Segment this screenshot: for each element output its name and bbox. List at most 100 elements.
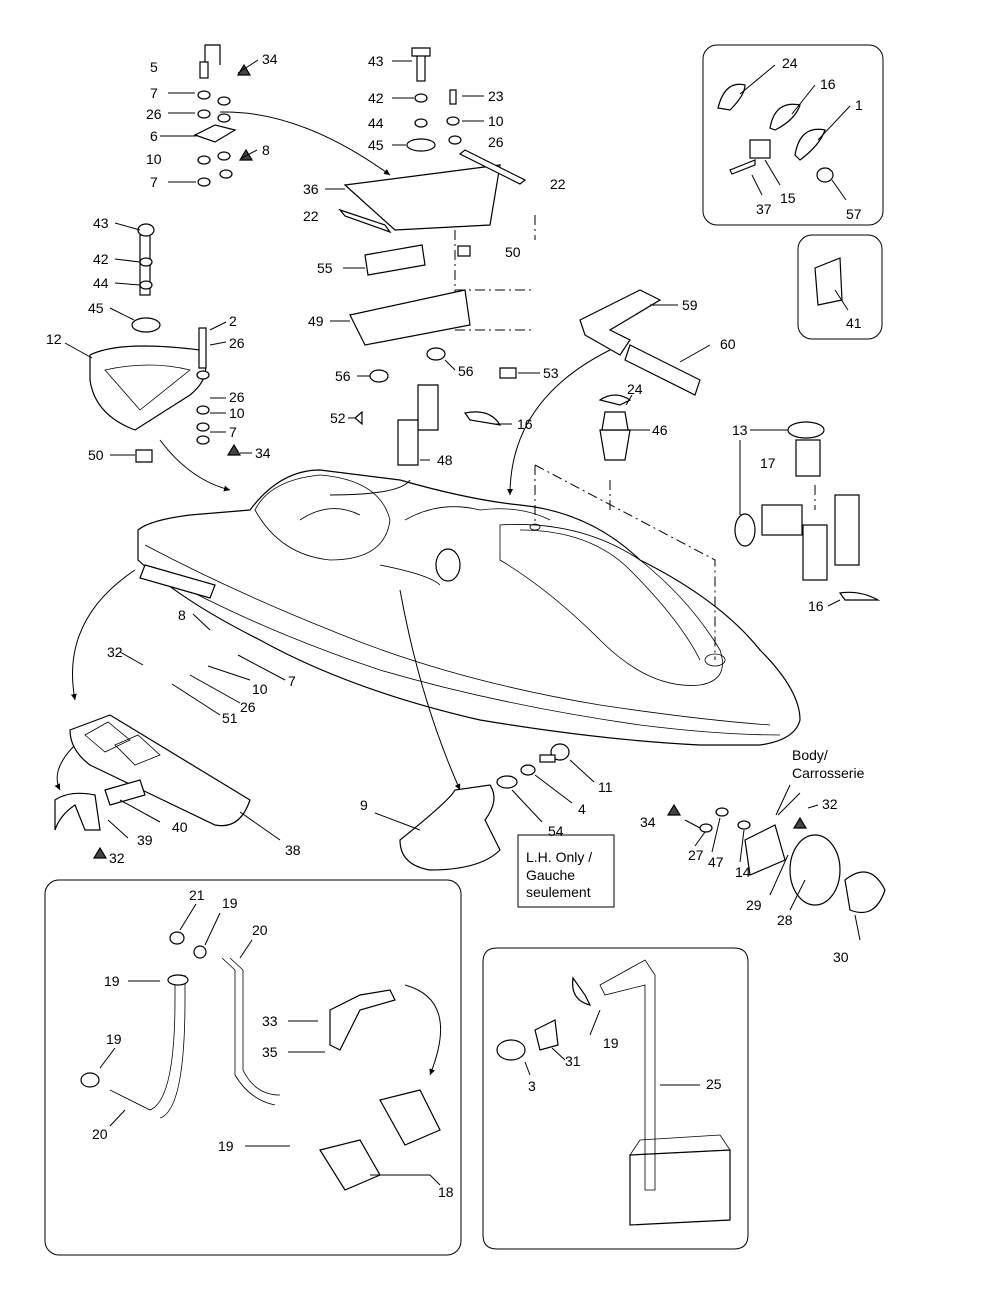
callout: 10 — [488, 113, 504, 129]
callout: 12 — [46, 331, 62, 347]
callout: 10 — [229, 405, 245, 421]
callout: 7 — [150, 85, 158, 101]
drain-tube — [579, 289, 701, 396]
callout: 34 — [255, 445, 271, 461]
callout: 22 — [303, 208, 319, 224]
callout: 25 — [706, 1076, 722, 1092]
callout: 29 — [746, 897, 762, 913]
arrow-59-to-hull — [507, 349, 611, 496]
callout: 26 — [240, 699, 256, 715]
callout: 10 — [146, 151, 162, 167]
body-note-line — [777, 792, 801, 816]
callout: 7 — [288, 673, 296, 689]
handle-grip — [89, 223, 242, 463]
body-note: Body/ — [792, 747, 828, 763]
callout: 50 — [505, 244, 521, 260]
callout: 26 — [488, 134, 504, 150]
callout: 7 — [150, 174, 158, 190]
callout: 6 — [150, 128, 158, 144]
battery-vent-tube — [496, 959, 731, 1226]
callout: 23 — [488, 88, 504, 104]
callout: 31 — [565, 1053, 581, 1069]
callout: 16 — [820, 76, 836, 92]
callout: 60 — [720, 336, 736, 352]
vent-cap — [598, 394, 632, 461]
callout: 26 — [146, 106, 162, 122]
callout: 19 — [218, 1138, 234, 1154]
arrow-hull-to-cover — [70, 569, 136, 701]
arrow-hatch-to-hull — [219, 111, 391, 176]
arrow-hull-to-9 — [399, 589, 461, 791]
callout: 30 — [833, 949, 849, 965]
callout: 28 — [777, 912, 793, 928]
callout: 8 — [178, 607, 186, 623]
callout: 20 — [252, 922, 268, 938]
leader-dashed-5 — [454, 190, 535, 331]
arrow-cover-to-grill — [54, 744, 76, 791]
callout: 35 — [262, 1044, 278, 1060]
callout: 13 — [732, 422, 748, 438]
callout: 15 — [780, 190, 796, 206]
notes: L.H. Only / Gauche seulement Body/ Carro… — [526, 747, 865, 900]
callout: 52 — [330, 410, 346, 426]
inset-box-battery — [482, 947, 749, 1250]
callout: 7 — [229, 424, 237, 440]
callout: 39 — [137, 832, 153, 848]
lh-only-note: Gauche — [526, 867, 575, 883]
callout: 43 — [93, 215, 109, 231]
center-cover — [399, 743, 570, 871]
callout: 32 — [107, 644, 123, 660]
leader-lines — [64, 59, 861, 1186]
callout: 44 — [93, 275, 109, 291]
callout: 11 — [598, 779, 613, 795]
hatch-assembly — [338, 47, 527, 466]
body-note: Carrosserie — [792, 765, 865, 781]
callout: 54 — [548, 823, 564, 839]
callout: 50 — [88, 447, 104, 463]
lh-only-note-box — [517, 834, 615, 908]
side-cover — [54, 714, 251, 859]
callout: 59 — [682, 297, 698, 313]
callout: 9 — [360, 797, 368, 813]
arrow-18 — [404, 984, 442, 1076]
callout: 19 — [104, 973, 120, 989]
callout: 45 — [368, 137, 384, 153]
callout: 56 — [458, 363, 474, 379]
callout: 57 — [846, 206, 862, 222]
callout: 34 — [262, 51, 278, 67]
callout: 20 — [92, 1126, 108, 1142]
leader-dashed-1 — [534, 464, 716, 660]
callout: 38 — [285, 842, 301, 858]
callout: 21 — [189, 887, 205, 903]
rear-grab-handle — [666, 803, 886, 914]
callout: 10 — [252, 681, 268, 697]
arrow-handle-to-hull — [159, 439, 231, 492]
inset-box-fuel-lines — [44, 879, 462, 1256]
callout: 47 — [708, 854, 724, 870]
callout: 16 — [808, 598, 824, 614]
callout: 27 — [688, 847, 704, 863]
callout: 26 — [229, 335, 245, 351]
callout-labels: 5 7 26 6 10 7 34 8 43 42 44 45 23 10 26 … — [46, 51, 863, 1200]
callout: 53 — [543, 365, 559, 381]
callout: 4 — [578, 801, 586, 817]
callout: 51 — [222, 710, 238, 726]
callout: 33 — [262, 1013, 278, 1029]
callout: 46 — [652, 422, 668, 438]
arrow-48-to-seat — [329, 479, 411, 496]
bellows-set — [734, 421, 881, 601]
callout: 1 — [855, 97, 863, 113]
callout: 18 — [438, 1184, 454, 1200]
lh-only-note: L.H. Only / — [526, 849, 592, 865]
callout: 44 — [368, 115, 384, 131]
callout: 22 — [550, 176, 566, 192]
callout: 40 — [172, 819, 188, 835]
callout: 43 — [368, 53, 384, 69]
callout: 16 — [517, 416, 533, 432]
inset-box-clamps — [702, 44, 884, 226]
callout: 34 — [640, 814, 656, 830]
callout: 24 — [627, 381, 643, 397]
callout: 24 — [782, 55, 798, 71]
clamp-set — [717, 83, 843, 306]
